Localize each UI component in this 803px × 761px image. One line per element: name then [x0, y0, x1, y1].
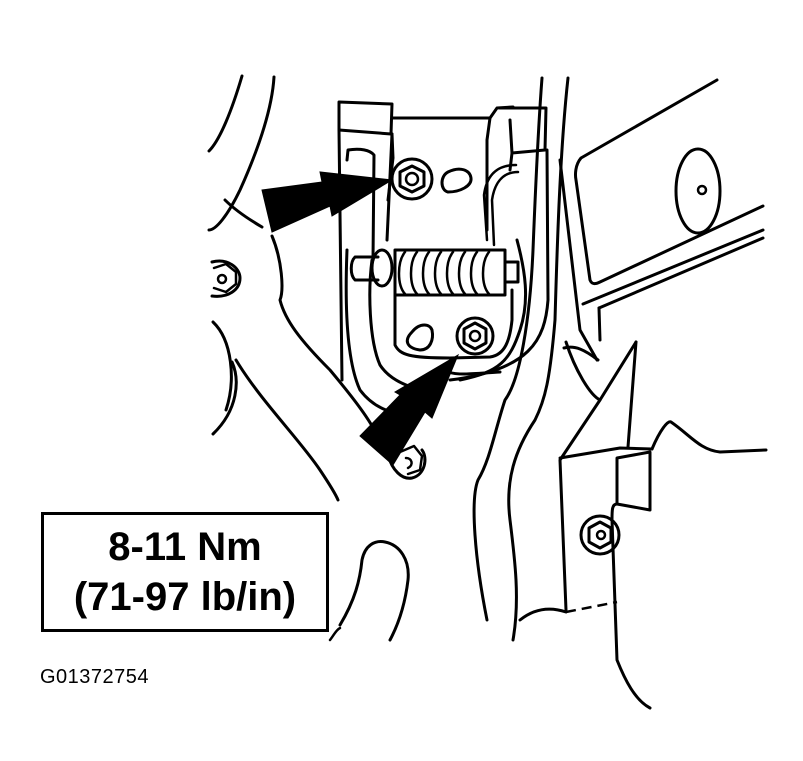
- upper-bolt-arrow: [261, 171, 394, 233]
- upper-bolt: [390, 157, 473, 201]
- lower-left-bolt: [386, 444, 427, 480]
- left-bolt: [210, 259, 242, 298]
- lower-left-cutout: [328, 540, 410, 642]
- lower-bolt: [405, 316, 495, 356]
- right-panel: [574, 78, 765, 342]
- pillar: [472, 76, 599, 642]
- torque-metric: 8-11 Nm: [108, 525, 262, 569]
- lower-bolt-arrow: [359, 353, 460, 466]
- left-body-panel: [207, 74, 380, 502]
- coil-spring: [349, 248, 520, 297]
- torque-imperial: (71-97 lb/in): [73, 575, 297, 619]
- lower-right-panel: [518, 340, 768, 710]
- torque-spec-box: 8-11 Nm (71-97 lb/in): [41, 512, 329, 632]
- lower-right-bolt: [579, 514, 621, 556]
- figure-id: G01372754: [40, 666, 150, 688]
